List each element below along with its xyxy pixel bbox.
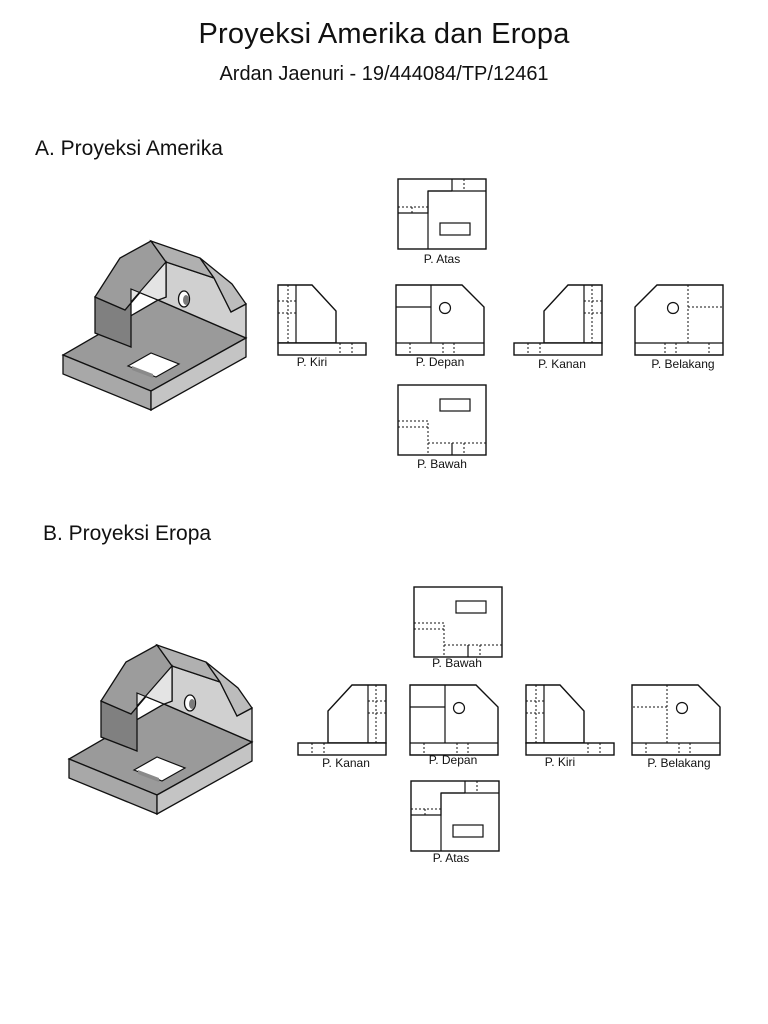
section-b-view-top: P. Atas [410,780,500,865]
section-b-view-bottom: P. Bawah [413,586,503,670]
section-b-label-back: P. Belakang [647,756,710,770]
section-b-label-bottom: P. Bawah [432,656,482,670]
section-b-isometric [68,644,253,815]
section-b-view-left: P. Kiri [525,684,615,769]
section-a-view-right: P. Kanan [513,284,603,371]
section-a-label-front: P. Depan [416,355,465,369]
section-b-label-left: P. Kiri [545,755,575,769]
section-a-label-back: P. Belakang [651,357,714,371]
section-a-label-bottom: P. Bawah [417,457,467,471]
section-a-view-back: P. Belakang [634,284,724,371]
section-b-view-back: P. Belakang [631,684,721,770]
section-a-view-front: P. Depan [395,284,485,369]
document-subtitle: Ardan Jaenuri - 19/444084/TP/12461 [219,63,549,85]
section-a-label-right: P. Kanan [538,357,586,371]
section-a-view-bottom: P. Bawah [397,384,487,471]
section-b-heading: B. Proyeksi Eropa [43,522,212,545]
section-a-view-left: P. Kiri [277,284,367,369]
section-a-view-top: P. Atas [397,178,487,266]
section-a-heading: A. Proyeksi Amerika [35,137,223,160]
section-b-view-right: P. Kanan [297,684,387,770]
section-b-label-front: P. Depan [429,753,478,767]
section-b-label-right: P. Kanan [322,756,370,770]
section-b-view-front: P. Depan [409,684,499,767]
section-a-label-left: P. Kiri [297,355,327,369]
section-a-isometric [62,240,247,411]
section-a-label-top: P. Atas [424,252,460,266]
document-title: Proyeksi Amerika dan Eropa [198,18,570,50]
section-b-label-top: P. Atas [433,851,469,865]
